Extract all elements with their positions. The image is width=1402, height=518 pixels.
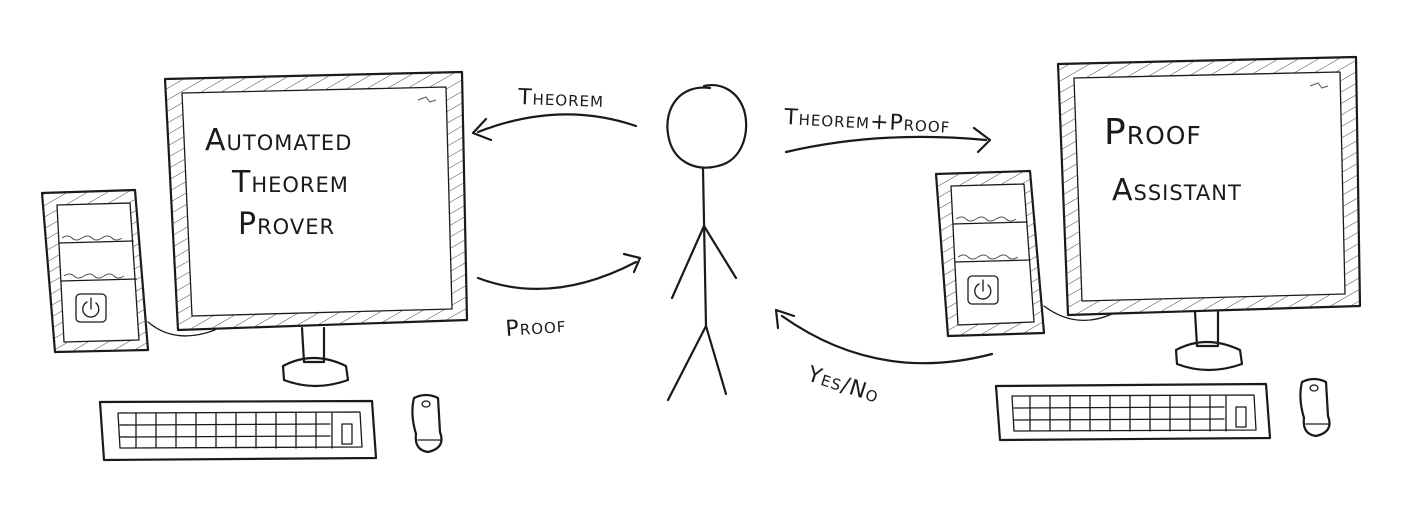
left-screen-line-1: Automated: [205, 123, 352, 158]
left-monitor: [163, 70, 469, 388]
left-screen-line-3: Prover: [238, 207, 335, 242]
right-screen-line-2: Assistant: [1112, 173, 1242, 208]
label-theorem: Theorem: [517, 85, 605, 113]
arrow-yes-no-to-person: [774, 308, 994, 365]
right-screen-line-1: Proof: [1104, 112, 1202, 153]
label-yes-no: Yes/No: [803, 362, 882, 409]
person-figure: [666, 84, 748, 402]
left-computer: Automated Theorem Prover: [40, 70, 469, 462]
right-cable: [1043, 305, 1113, 321]
label-proof: Proof: [505, 313, 568, 342]
left-cable: [147, 321, 216, 337]
right-mouse: [1299, 377, 1331, 438]
right-keyboard: [994, 382, 1272, 442]
left-screen-line-2: Theorem: [231, 165, 349, 200]
left-keyboard: [98, 399, 378, 462]
arrow-proof-to-person: [476, 252, 642, 290]
left-mouse: [411, 393, 443, 454]
right-monitor: [1056, 55, 1362, 372]
arrow-theorem-proof-to-assistant: [784, 126, 992, 154]
right-tower: [934, 169, 1046, 338]
left-tower: [40, 188, 150, 354]
label-theorem-proof: Theorem+Proof: [783, 105, 951, 139]
arrow-theorem-to-prover: [471, 113, 638, 142]
right-computer: Proof Assistant: [934, 55, 1362, 442]
